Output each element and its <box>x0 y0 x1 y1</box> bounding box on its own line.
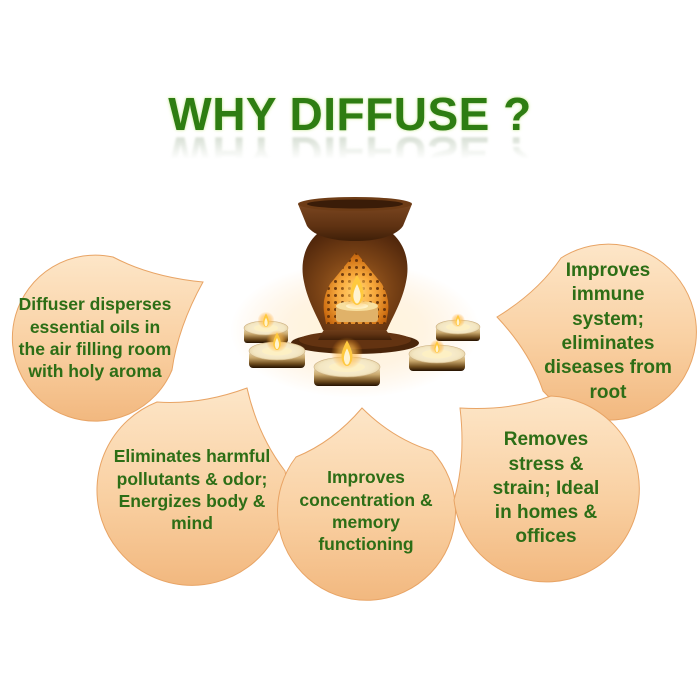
flame-icon <box>429 339 445 355</box>
flame-icon <box>266 330 288 353</box>
tea-light-candle-right-back <box>435 313 481 341</box>
benefit-drop-bottom-left: Eliminates harmful pollutants & odor; En… <box>92 383 292 590</box>
benefit-line: system; <box>572 308 644 330</box>
tea-light-candle-center-front <box>313 337 381 386</box>
benefit-line: essential oils in <box>29 316 161 337</box>
flame-icon <box>451 313 465 328</box>
teardrop-shape <box>453 395 640 583</box>
teardrop-shape <box>11 254 204 422</box>
benefit-line: with holy aroma <box>28 361 162 382</box>
tea-light-candle-right-front <box>408 339 466 371</box>
benefit-text-left: Diffuser disperses essential oils in the… <box>7 276 183 400</box>
benefit-line: Improves <box>565 260 651 282</box>
oil-burner-icon <box>291 197 419 354</box>
benefit-drop-right: Improves immune system; eliminates disea… <box>490 238 700 424</box>
benefit-line: eliminates <box>561 333 655 354</box>
benefit-line: Energizes body & <box>118 491 266 511</box>
benefit-drop-left: Diffuser disperses essential oils in the… <box>5 248 210 428</box>
benefit-text-right: Improves immune system; eliminates disea… <box>520 248 696 416</box>
benefit-line: mind <box>171 513 213 534</box>
page-title-reflection: WHY DIFFUSE ? <box>168 127 532 180</box>
benefit-line: the air filling room <box>18 339 172 359</box>
benefit-line: pollutants & odor; <box>116 468 268 489</box>
benefit-line: concentration & <box>299 489 433 510</box>
benefit-text-bottom-left: Eliminates harmful pollutants & odor; En… <box>102 408 282 572</box>
benefit-line: strain; Ideal <box>492 477 600 499</box>
flame-icon <box>331 337 363 370</box>
benefit-line: Removes <box>503 429 589 451</box>
benefit-line: root <box>589 381 627 403</box>
benefit-line: Diffuser disperses <box>18 294 172 315</box>
benefit-text-bottom-right: Removes stress & strain; Ideal in homes … <box>456 407 636 571</box>
benefit-line: memory <box>331 512 401 532</box>
benefit-line: immune <box>571 284 645 306</box>
benefit-line: in homes & <box>494 502 598 524</box>
teardrop-shape <box>496 243 697 421</box>
benefit-line: functioning <box>318 534 414 555</box>
flame-icon <box>257 311 275 329</box>
benefit-line: diseases from <box>544 357 672 379</box>
benefit-drop-bottom-right: Removes stress & strain; Ideal in homes … <box>450 392 642 585</box>
teardrop-shape <box>277 407 456 601</box>
diffuser-candles-photo <box>230 197 481 398</box>
benefit-text-bottom-center: Improves concentration & memory function… <box>278 431 454 591</box>
flame-icon <box>338 270 376 309</box>
page-title: WHY DIFFUSE ? <box>168 88 532 140</box>
benefit-line: offices <box>515 526 577 548</box>
benefit-line: stress & <box>508 453 584 475</box>
tea-light-candle-left-front <box>248 330 306 368</box>
benefit-drop-bottom-center: Improves concentration & memory function… <box>275 402 457 602</box>
benefit-line: Improves <box>327 467 405 488</box>
benefit-line: Eliminates harmful <box>113 446 271 467</box>
title-block: WHY DIFFUSE ? WHY DIFFUSE ? <box>0 88 700 180</box>
